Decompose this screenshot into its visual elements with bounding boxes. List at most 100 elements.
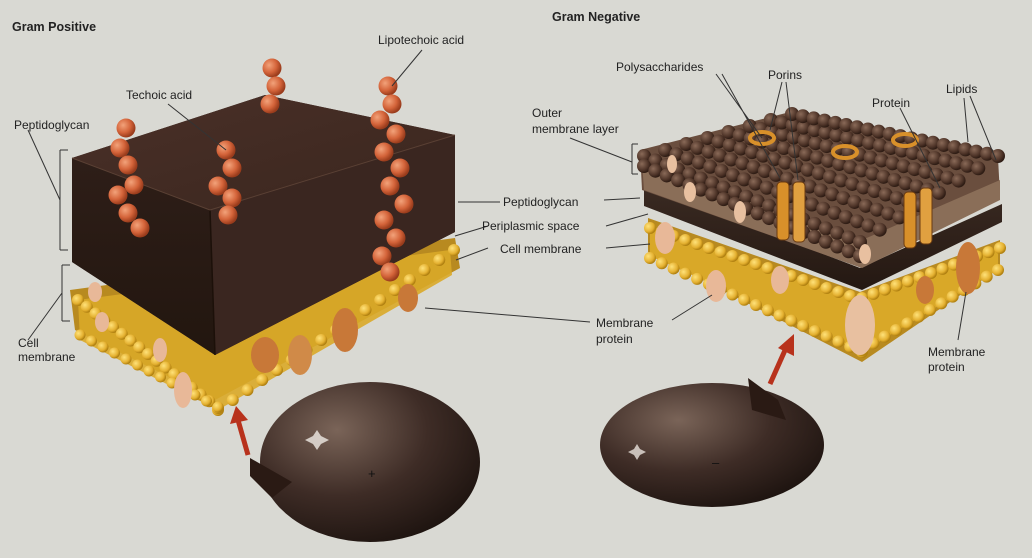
teichoic-acid-bead: [262, 58, 282, 78]
gn-membrane-protein: [771, 266, 789, 294]
gp-lipid-head: [142, 348, 154, 360]
gn-polysaccharide: [800, 162, 815, 177]
teichoic-acid-bead: [374, 142, 394, 162]
teichoic-acid-bead: [382, 94, 402, 114]
gn-lipid-head: [714, 246, 727, 258]
gn-polysaccharide: [839, 118, 854, 133]
teichoic-acid-bead: [124, 175, 144, 195]
teichoic-acid-bead: [208, 176, 228, 196]
gn-polysaccharide: [850, 120, 865, 135]
gn-lipid-head: [808, 278, 821, 290]
gn-polysaccharide: [905, 146, 920, 161]
gn-polysaccharide: [711, 134, 726, 149]
gp-lipid-head: [212, 401, 224, 413]
gn-polysaccharide: [818, 125, 833, 140]
gp-membrane-protein: [95, 312, 109, 332]
gp-lipid-head: [80, 300, 93, 313]
gn-polysaccharide: [658, 143, 673, 157]
gn-polysaccharide: [938, 153, 953, 168]
gn-polysaccharide: [867, 184, 882, 199]
gn-outer-membrane: [637, 107, 1005, 268]
gn-polysaccharide: [811, 166, 826, 181]
gn-lipid-head: [901, 317, 914, 330]
gp-techoic-acid-label: Techoic acid: [126, 88, 193, 102]
gn-polysaccharide: [841, 230, 856, 245]
gn-polysaccharide: [936, 137, 951, 152]
gn-polysaccharide: [785, 107, 799, 121]
gn-polysaccharide: [818, 221, 833, 236]
gn-polysaccharide: [915, 133, 930, 148]
gn-polysaccharide: [807, 123, 822, 138]
gn-lipid-head: [726, 250, 739, 262]
gp-lipid-head: [448, 244, 460, 256]
gn-lipid-head: [761, 304, 774, 317]
gn-lipids-label: Lipids: [946, 82, 978, 96]
gp-lipid-head: [433, 254, 446, 266]
gn-polysaccharide: [940, 170, 955, 185]
teichoic-acid-bead: [380, 262, 400, 282]
gn-polysaccharide: [637, 159, 651, 173]
gp-lipid-head: [97, 341, 109, 353]
gn-polysaccharide: [871, 124, 886, 139]
gp-membrane-protein: [332, 308, 358, 352]
gp-lipid-head: [189, 389, 201, 401]
gn-polysaccharide: [850, 214, 865, 229]
gn-lipid-head: [946, 290, 959, 303]
gn-polysaccharide: [693, 182, 708, 197]
gn-polysaccharide: [735, 156, 750, 171]
gn-outer-membrane-label-line1: Outer: [532, 106, 563, 120]
gn-polysaccharide: [727, 185, 742, 200]
teichoic-acid-bead: [380, 176, 400, 196]
gn-polysaccharide: [872, 222, 887, 237]
gn-polysaccharide: [980, 146, 995, 161]
gp-lipid-head: [132, 359, 143, 371]
gn-polysaccharide: [949, 156, 964, 171]
gn-polysaccharide: [648, 163, 663, 178]
gp-membrane-protein: [398, 284, 418, 312]
gn-lipid-head: [832, 286, 845, 298]
gn-polysaccharide: [762, 198, 777, 213]
gn-polysaccharide: [830, 225, 845, 240]
gn-porin: [903, 187, 933, 249]
gn-lipid-head: [667, 262, 680, 275]
gn-polysaccharide: [767, 152, 782, 167]
gn-polysaccharide: [958, 142, 973, 157]
gp-lipid-head: [72, 294, 84, 306]
gn-polysaccharide: [925, 135, 940, 150]
gp-lipid-head: [201, 395, 212, 407]
gn-polysaccharide: [682, 167, 697, 182]
gn-polysaccharide: [745, 145, 759, 160]
gp-membrane-protein: [174, 372, 192, 408]
gn-polysaccharide: [827, 205, 842, 220]
gn-membrane-protein: [916, 276, 934, 304]
gp-cell: [250, 382, 480, 542]
shared-membrane-protein-label-line1: Membrane: [596, 316, 654, 330]
gn-polysaccharide: [716, 180, 731, 195]
gn-lipid-head: [832, 335, 845, 348]
gp-teichoic-chains: [108, 58, 414, 282]
gn-cell: [600, 378, 824, 507]
gn-lipid-head: [679, 267, 692, 280]
gn-polysaccharide: [762, 211, 777, 226]
gn-polysaccharide: [692, 155, 707, 170]
gram-negative-title: Gram Negative: [552, 10, 641, 24]
gn-polysaccharide: [896, 159, 911, 174]
gn-polysaccharide: [929, 167, 944, 182]
gn-polysaccharide: [750, 206, 765, 221]
gn-polysaccharide: [865, 166, 880, 181]
gn-lipid-head: [773, 309, 786, 322]
gn-polysaccharide: [796, 120, 811, 135]
gn-polysaccharide: [907, 162, 922, 177]
gn-polysaccharide: [841, 244, 856, 259]
gn-lipid-head: [878, 330, 891, 343]
gn-cell-sign: –: [712, 455, 720, 470]
gn-lipid-head: [738, 293, 751, 306]
gn-polysaccharide: [807, 230, 822, 245]
gn-polysaccharide: [648, 153, 663, 168]
gn-polysaccharide: [716, 192, 731, 207]
gn-lipid-head: [879, 283, 891, 296]
gp-cell-membrane-label-line1: Cell: [18, 336, 39, 350]
gn-polysaccharide: [863, 150, 878, 165]
gn-polysaccharide: [795, 109, 810, 124]
gn-polysaccharide: [830, 239, 845, 254]
